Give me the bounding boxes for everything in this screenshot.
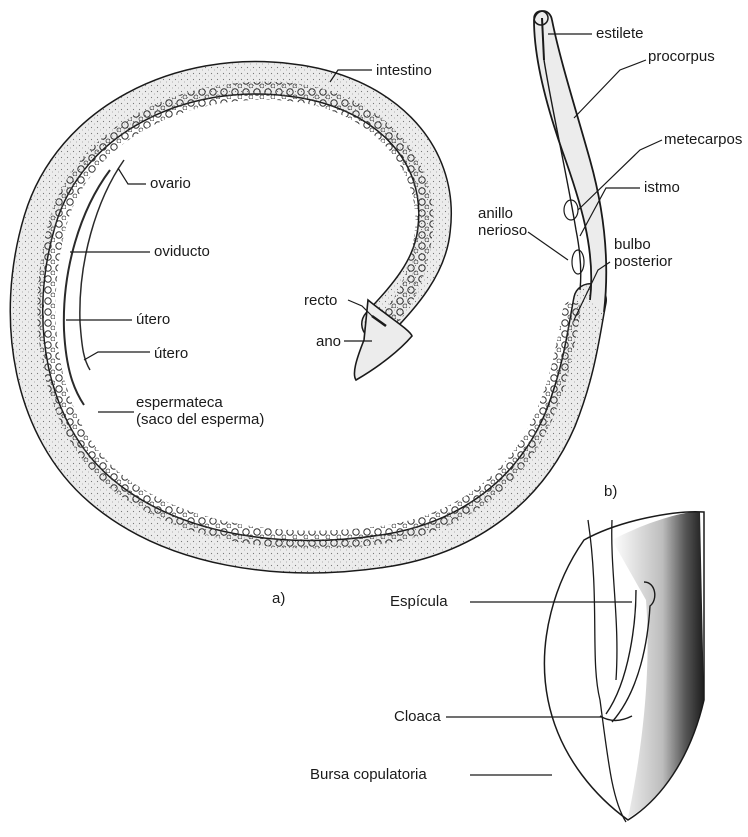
leader-lines-b — [446, 602, 632, 775]
leader-ovario — [118, 168, 146, 184]
leader-utero2 — [84, 352, 150, 360]
label-oviducto: oviducto — [154, 243, 210, 260]
label-intestino: intestino — [376, 62, 432, 79]
label-metecarpos: metecarpos — [664, 131, 742, 148]
figure-b-label: b) — [604, 483, 617, 500]
tail-shade — [612, 512, 704, 818]
label-ovario: ovario — [150, 175, 191, 192]
leader-procorpus — [574, 60, 646, 118]
label-bursa-copulatoria: Bursa copulatoria — [310, 766, 427, 783]
label-utero-1: útero — [136, 311, 170, 328]
label-utero-2: útero — [154, 345, 188, 362]
figure-a-label: a) — [272, 590, 285, 607]
label-recto: recto — [304, 292, 337, 309]
label-procorpus: procorpus — [648, 48, 715, 65]
label-cloaca: Cloaca — [394, 708, 441, 725]
body-line-left — [588, 520, 626, 822]
label-ano: ano — [316, 333, 341, 350]
leader-anillo — [528, 232, 568, 260]
label-anillo-nerioso: anillo nerioso — [478, 205, 527, 239]
posterior-bulb — [572, 250, 584, 274]
label-bulbo-posterior: bulbo posterior — [614, 236, 672, 270]
intestine-band — [46, 91, 572, 540]
label-espicula: Espícula — [390, 593, 448, 610]
label-espermateca: espermateca (saco del esperma) — [136, 394, 264, 428]
label-istmo: istmo — [644, 179, 680, 196]
label-estilete: estilete — [596, 25, 644, 42]
coiled-worm — [27, 11, 607, 557]
reproductive-tract-2 — [80, 160, 124, 370]
worm-anterior — [534, 11, 606, 312]
male-tail — [544, 512, 704, 822]
